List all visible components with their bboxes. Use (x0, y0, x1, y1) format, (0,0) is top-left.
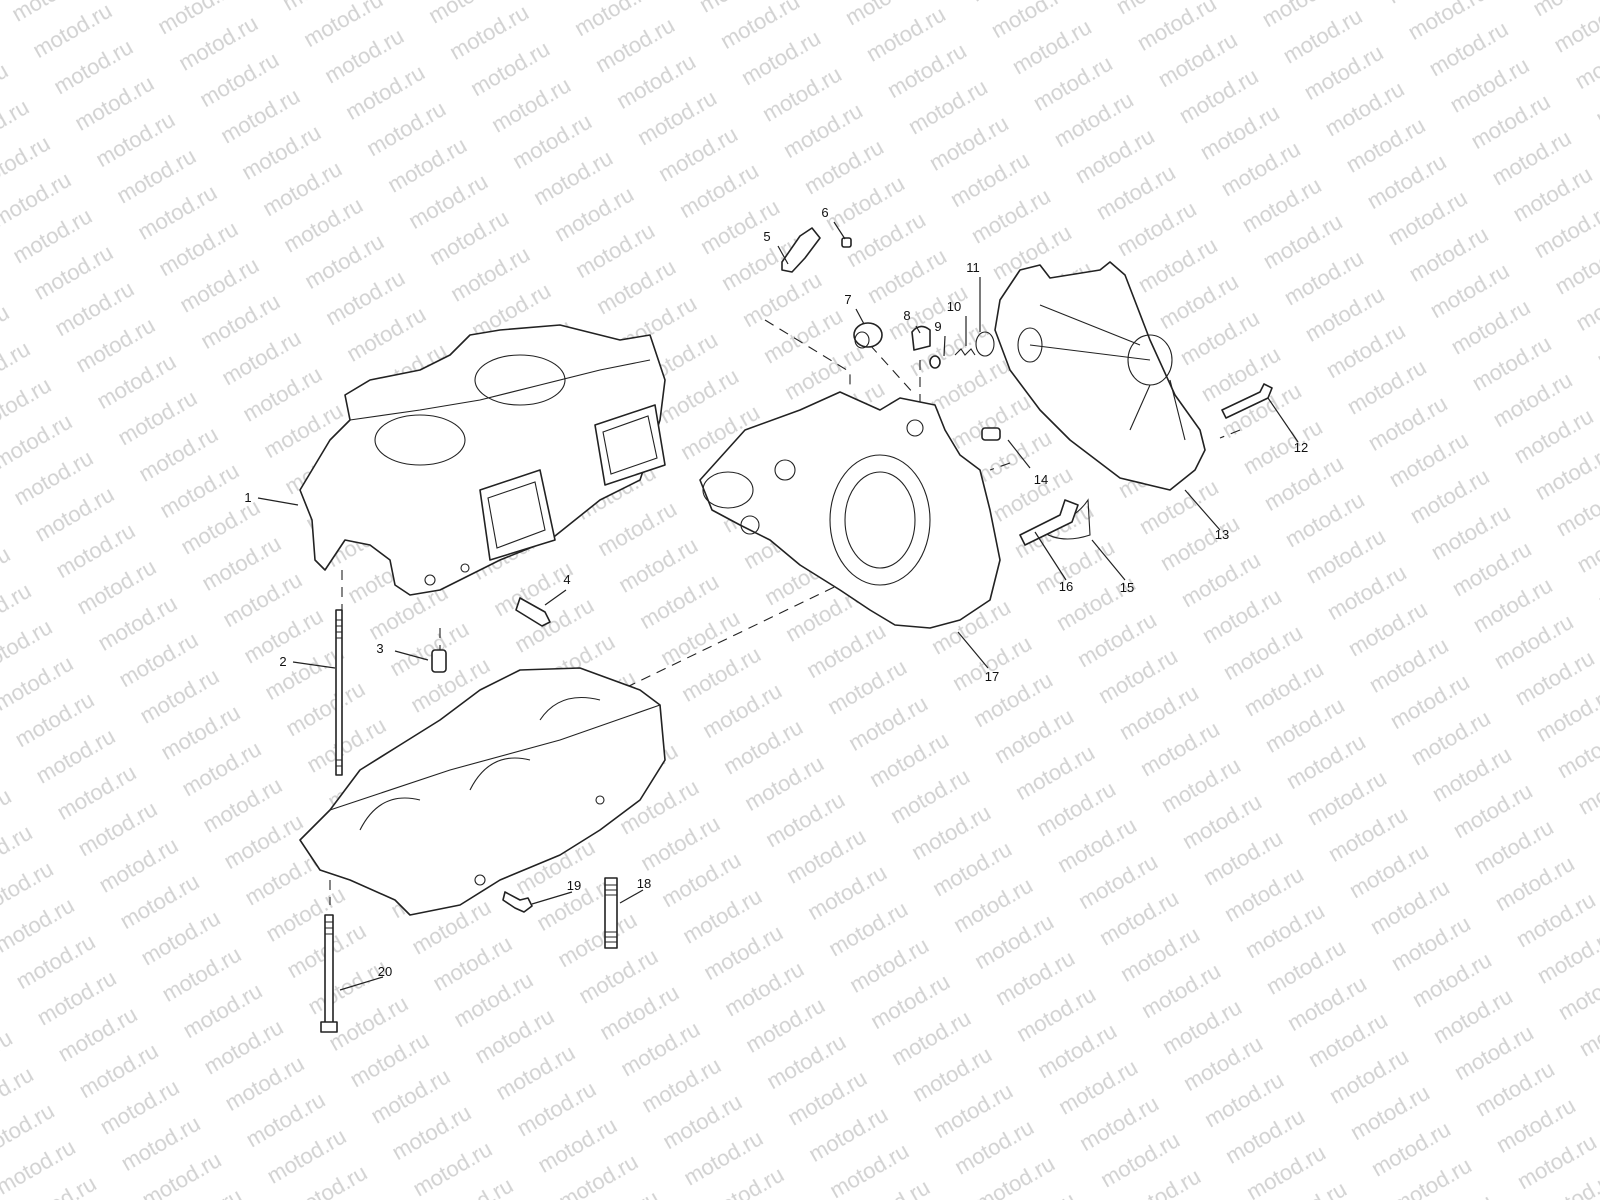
leader-line (1184, 489, 1221, 531)
callout-9: 9 (934, 319, 946, 357)
callout-number: 4 (563, 572, 570, 587)
leader-line (1007, 439, 1031, 469)
callout-number: 12 (1294, 440, 1308, 455)
leader-line (544, 589, 567, 606)
leader-line (1091, 539, 1126, 581)
part-dowel-14 (981, 427, 1001, 441)
callout-14: 14 (1007, 439, 1048, 487)
callout-number: 8 (903, 308, 910, 323)
callout-2: 2 (279, 654, 336, 669)
leader-line (957, 631, 989, 669)
callout-15: 15 (1091, 539, 1134, 595)
leader-line (777, 245, 789, 265)
callout-3: 3 (376, 641, 429, 661)
callout-number: 2 (279, 654, 286, 669)
callout-number: 17 (985, 669, 999, 684)
callout-5: 5 (763, 229, 789, 265)
callout-number: 16 (1059, 579, 1073, 594)
callout-18: 18 (619, 876, 651, 904)
callout-number: 3 (376, 641, 383, 656)
leader-line (833, 221, 846, 240)
callout-number: 18 (637, 876, 651, 891)
leader-line (915, 325, 921, 334)
callout-7: 7 (844, 292, 865, 325)
leader-line (257, 497, 299, 506)
leader-line (943, 335, 946, 357)
part-stud-18 (604, 877, 618, 949)
part-bolt-12 (1221, 383, 1273, 419)
callout-11: 11 (966, 260, 981, 332)
callout-16: 16 (1034, 531, 1073, 594)
part-bearing-7 (853, 322, 883, 349)
part-oring-11 (975, 331, 995, 357)
part-stud-2 (335, 609, 343, 776)
leader-line (292, 661, 336, 669)
part-plug-8 (911, 325, 931, 351)
leader-line (1034, 531, 1067, 581)
callout-6: 6 (821, 205, 846, 240)
part-bolt-20 (320, 914, 338, 1033)
callout-17: 17 (957, 631, 999, 684)
callout-19: 19 (531, 878, 581, 905)
leader-line (1267, 397, 1299, 443)
leader-line (394, 650, 429, 661)
callout-number: 14 (1034, 472, 1048, 487)
part-washer-9 (929, 355, 941, 369)
callout-number: 13 (1215, 527, 1229, 542)
assembly-lines (329, 319, 1241, 905)
callout-number: 1 (244, 490, 251, 505)
part-fitting-4 (515, 597, 551, 627)
callout-13: 13 (1184, 489, 1229, 542)
part-bolt-16 (1019, 499, 1079, 546)
leader-line (619, 889, 644, 904)
leader-line (531, 891, 573, 905)
callout-20: 20 (339, 964, 392, 991)
leader-line (339, 976, 384, 991)
callout-number: 6 (821, 205, 828, 220)
part-screw-6 (841, 237, 852, 248)
leader-line (855, 308, 865, 325)
callout-4: 4 (544, 572, 571, 606)
callout-number: 5 (763, 229, 770, 244)
callout-number: 19 (567, 878, 581, 893)
part-lower-crankcase (299, 667, 666, 916)
callout-number: 11 (966, 260, 980, 275)
callout-10: 10 (947, 299, 967, 346)
callout-number: 15 (1120, 580, 1134, 595)
callout-number: 20 (378, 964, 392, 979)
callout-number: 9 (934, 319, 941, 334)
callout-1: 1 (244, 490, 299, 506)
callout-12: 12 (1267, 397, 1308, 455)
part-spring-10 (954, 348, 976, 356)
callout-8: 8 (903, 308, 921, 334)
part-end-cover-17 (699, 391, 1001, 629)
part-cover-13 (994, 261, 1206, 491)
part-upper-crankcase (299, 324, 666, 596)
part-dowel-3 (431, 649, 447, 673)
part-sensor-5 (781, 227, 821, 273)
part-bolt-19 (502, 891, 533, 913)
callout-number: 7 (844, 292, 851, 307)
callout-number: 10 (947, 299, 961, 314)
